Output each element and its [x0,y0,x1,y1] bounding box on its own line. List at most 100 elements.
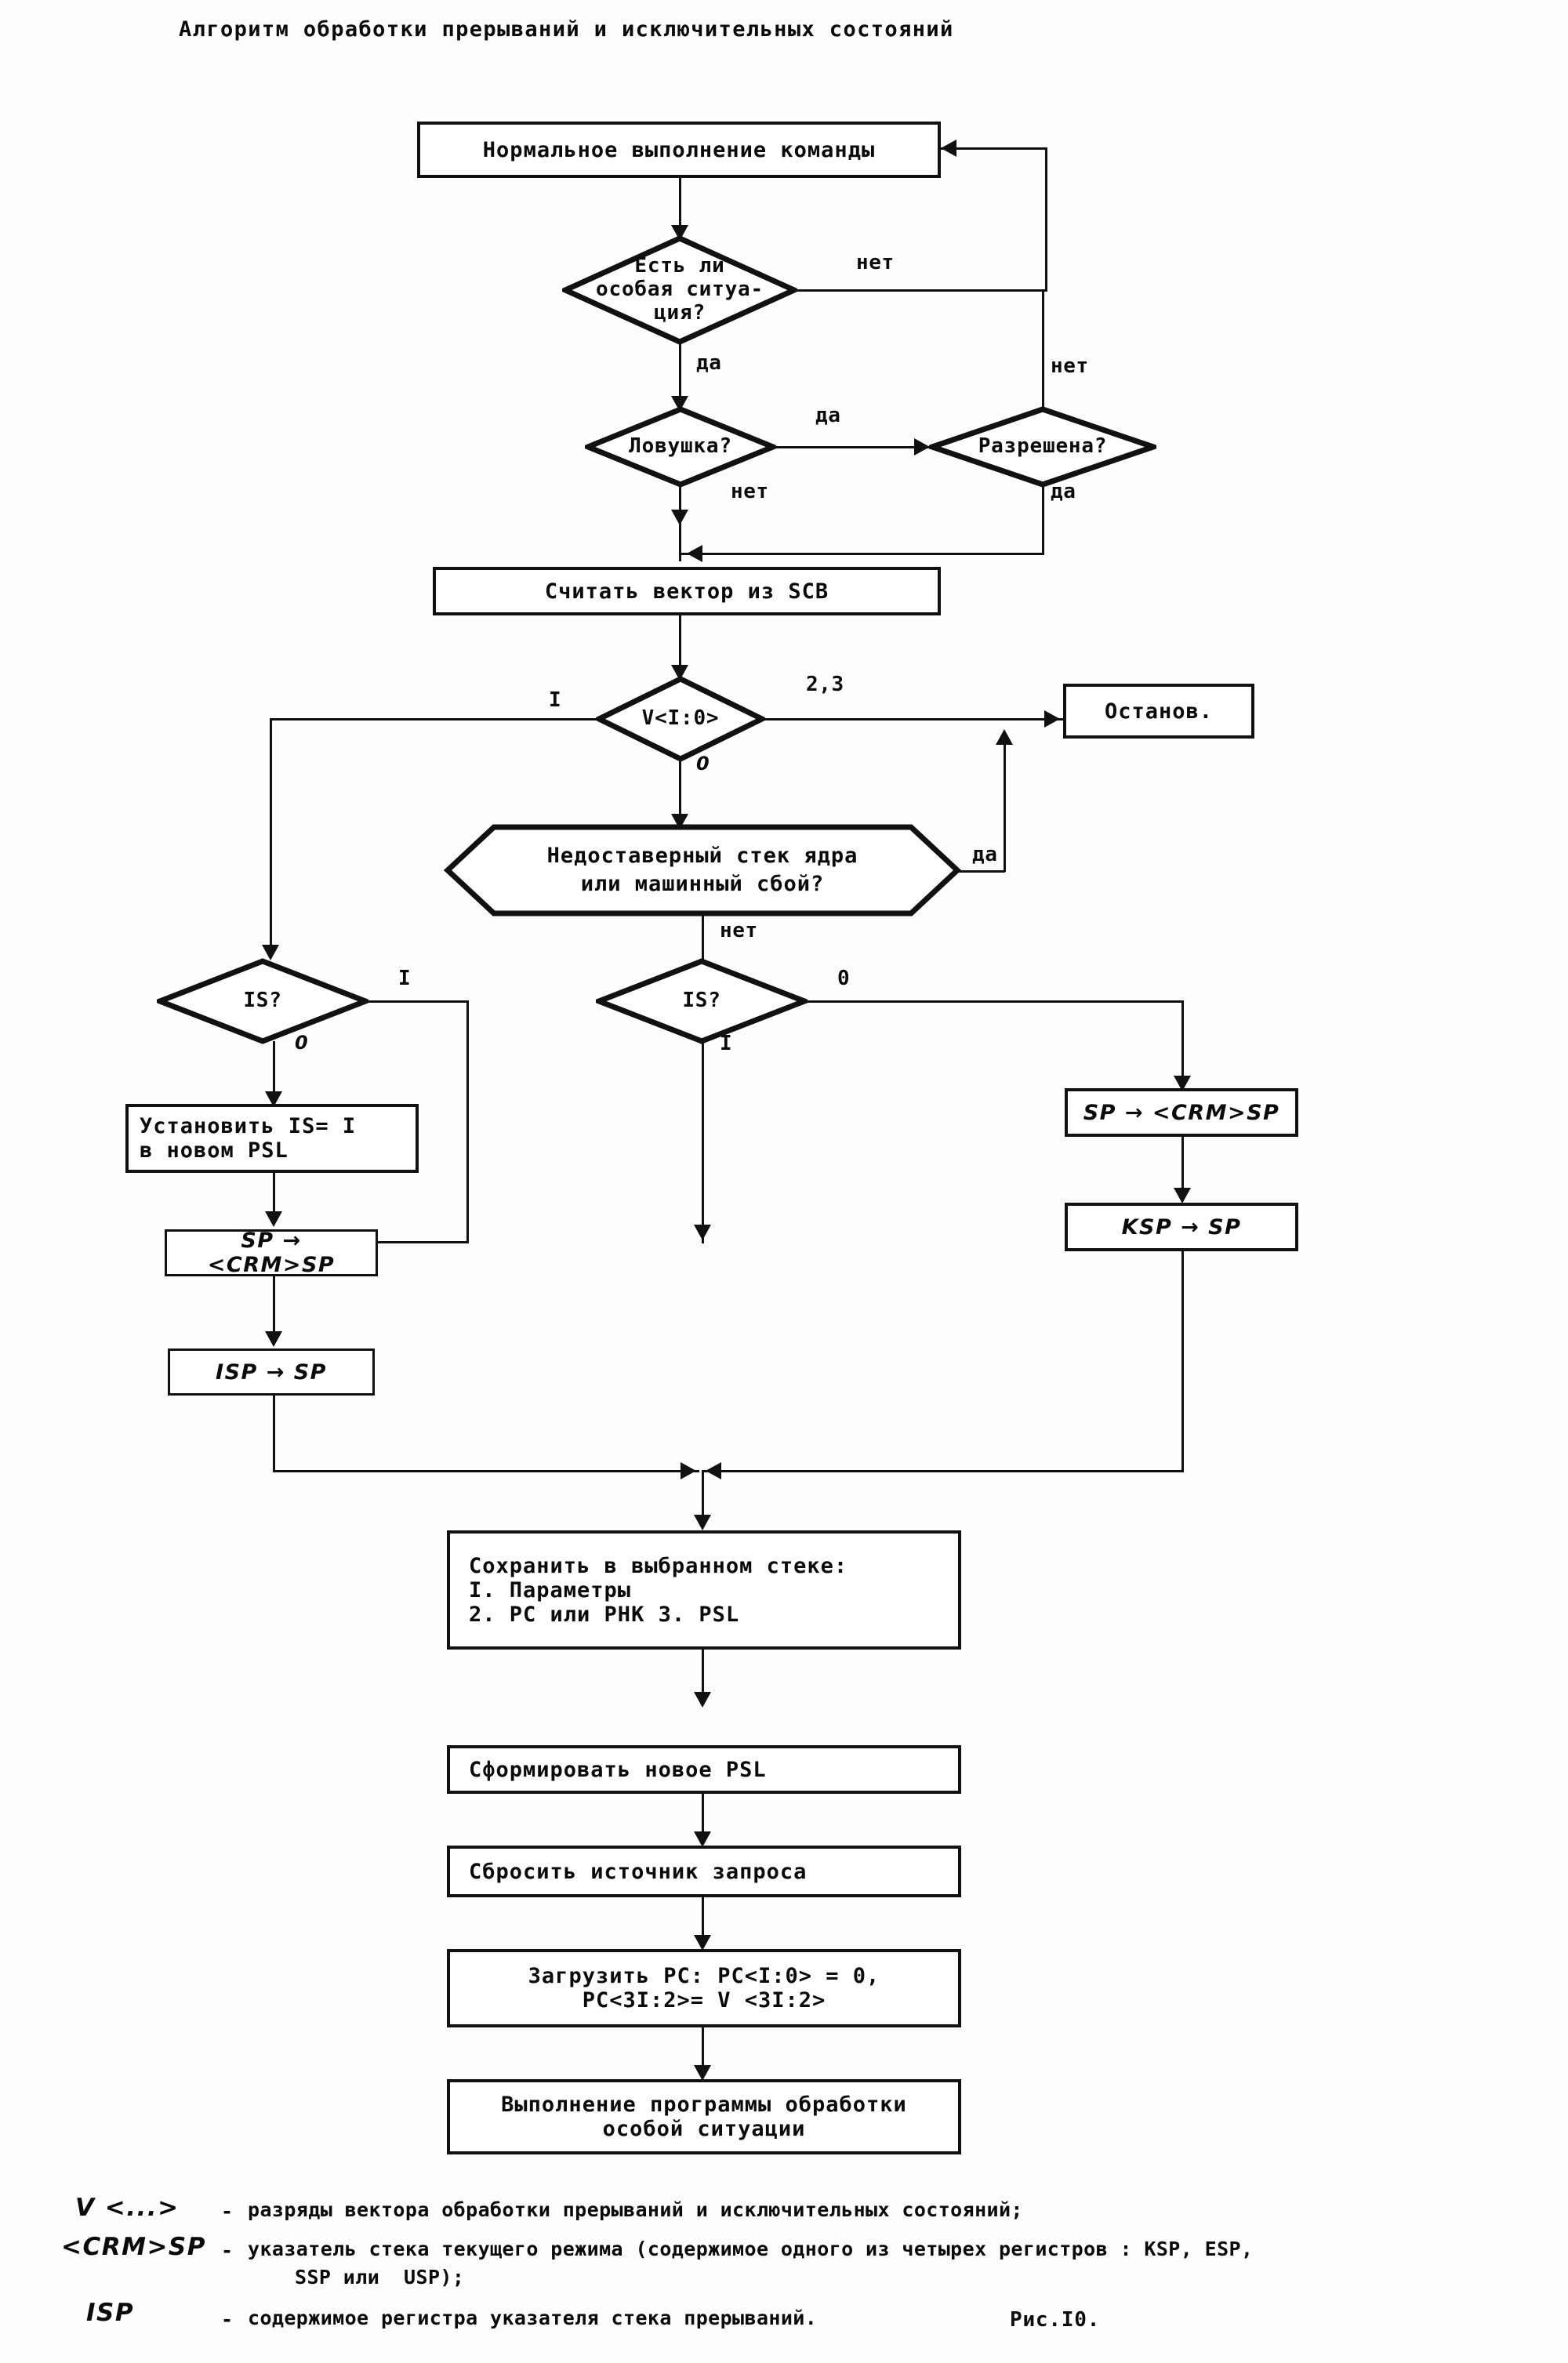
arrowhead-down [694,1935,711,1951]
arrowhead-right [914,438,930,456]
node-enabled-question: Разрешена? [929,406,1156,488]
node-sp-crm-right: SP → <CRM>SP [1065,1088,1298,1137]
edge-spcrmright-kspsp [1181,1137,1184,1198]
node-new-psl-label: Сформировать новое PSL [469,1757,767,1782]
node-is-question-right-label: IS? [682,989,721,1013]
arrowhead-down [694,1515,711,1530]
arrowhead-down [265,1331,282,1347]
edge-vector-1-v [270,718,272,953]
edge-trap-yes [773,446,930,448]
node-read-vector-label: Считать вектор из SCB [544,579,829,604]
edge-vector-0 [679,759,681,825]
edge-save-newpsl [702,1650,704,1703]
legend-symbol-0: V <...> [75,2194,180,2222]
legend-dash-0: - [221,2200,234,2223]
node-save-stack: Сохранить в выбранном стеке: I. Параметр… [447,1530,961,1650]
arrowhead-down [671,225,688,241]
edge-exception-no-v [1045,147,1047,291]
edge-readvector-vectorbits [679,615,681,673]
exception-q-line1: Есть ли [634,254,725,278]
node-exception-question: Есть ли особая ситуа- ция? [562,235,797,345]
legend-text-1b: SSP или USP); [295,2266,465,2289]
node-is-question-right: IS? [596,958,808,1044]
save-line1: Сохранить в выбранном стеке: [469,1553,848,1578]
edge-label-bad-stack-yes: да [972,843,998,866]
node-sp-crm-left: SP → <CRM>SP [165,1229,378,1277]
node-new-psl: Сформировать новое PSL [447,1745,961,1794]
save-line3: 2. PC или PHK 3. PSL [469,1602,740,1627]
edge-ispsp-rail [273,1470,699,1472]
node-load-pc: Загрузить PC: PC<I:0> = 0, PC<3I:2>= V <… [447,1949,961,2027]
legend-symbol-1: <CRM>SP [61,2233,206,2261]
load-pc-line1: Загрузить PC: PC<I:0> = 0, [528,1964,880,1988]
edge-exception-no-back [941,147,1047,150]
node-normal-exec-label: Нормальное выполнение команды [482,137,876,162]
edge-label-is-left-1: I [398,967,412,990]
set-is-line2: в новом PSL [140,1138,289,1163]
arrowhead-down [265,1091,282,1107]
node-save-stack-label: Сохранить в выбранном стеке: I. Параметр… [450,1554,958,1627]
edge-enabled-yes-v [1042,486,1044,555]
edge-label-enabled-no: нет [1051,354,1089,378]
edge-label-vector-23: 2,3 [806,673,844,696]
node-bad-stack-label: Недоставерный стек ядра или машинный сбо… [444,823,961,917]
node-normal-exec: Нормальное выполнение команды [417,122,941,178]
edge-normalexec-exception [679,178,681,233]
node-halt: Останов. [1063,684,1254,739]
edge-kspsp-down [1181,1251,1184,1472]
edge-badstack-no [702,913,704,992]
node-ksp-sp: KSP → SP [1065,1203,1298,1251]
edge-loadpc-handler [702,2027,704,2076]
arrowhead-right [681,1462,696,1479]
exception-q-line3: ция? [654,300,706,325]
arrowhead-left [941,140,956,157]
edge-newpsl-reset [702,1794,704,1842]
node-exception-question-label: Есть ли особая ситуа- ция? [562,235,797,345]
node-bad-stack-question: Недоставерный стек ядра или машинный сбо… [444,823,961,917]
save-line2: I. Параметры [469,1577,632,1603]
arrowhead-down [694,1692,711,1708]
edge-vector-23 [762,718,1063,721]
arrowhead-down [262,945,279,960]
edge-label-bad-stack-no: нет [720,919,758,942]
edge-isleft-0 [273,1041,275,1102]
node-vector-bits-question: V<I:0> [596,676,765,762]
arrowhead-down [671,510,688,525]
node-vector-bits-label: V<I:0> [641,706,720,731]
arrowhead-left [687,545,702,562]
edge-badstack-yes-h [955,870,1005,873]
run-handler-line1: Выполнение программы обработки [501,2093,907,2117]
node-trap-question-label: Ловушка? [629,434,732,459]
arrowhead-down [671,396,688,412]
legend-symbol-2: ISP [86,2299,135,2327]
edge-label-exception-no: нет [856,251,895,274]
legend-dash-2: - [221,2308,234,2331]
edge-ispsp-down [273,1396,275,1472]
edge-exception-no-h [794,289,1047,292]
legend-text-1a: указатель стека текущего режима (содержи… [248,2238,1254,2260]
node-set-is: Установить IS= I в новом PSL [125,1104,419,1173]
edge-label-enabled-yes: да [1051,480,1076,503]
edge-merge-save [702,1470,704,1526]
node-run-handler: Выполнение программы обработки особой си… [447,2079,961,2154]
edge-isleft-1-h [362,1000,469,1003]
node-isp-sp-label: ISP → SP [216,1359,327,1385]
arrowhead-down [1174,1188,1191,1203]
edge-enabled-no [1042,290,1044,409]
edge-isleft-1-v [466,1000,469,1243]
edge-label-is-right-1: I [720,1032,733,1055]
node-is-question-left: IS? [157,958,368,1044]
legend-text-0: разряды вектора обработки прерываний и и… [248,2198,1023,2221]
node-load-pc-label: Загрузить PC: PC<I:0> = 0, PC<3I:2>= V <… [450,1964,958,2013]
edge-setis-spcrm [273,1173,275,1221]
edge-kspsp-rail [704,1470,1184,1472]
exception-q-line2: особая ситуа- [596,278,764,302]
node-trap-question: Ловушка? [585,406,776,488]
arrowhead-down [671,665,688,681]
edge-reset-loadpc [702,1897,704,1946]
node-run-handler-label: Выполнение программы обработки особой си… [450,2093,958,2141]
load-pc-line2: PC<3I:2>= V <3I:2> [582,1988,826,2013]
edge-label-vector-1: I [549,688,562,712]
edge-label-trap-yes: да [815,404,841,427]
